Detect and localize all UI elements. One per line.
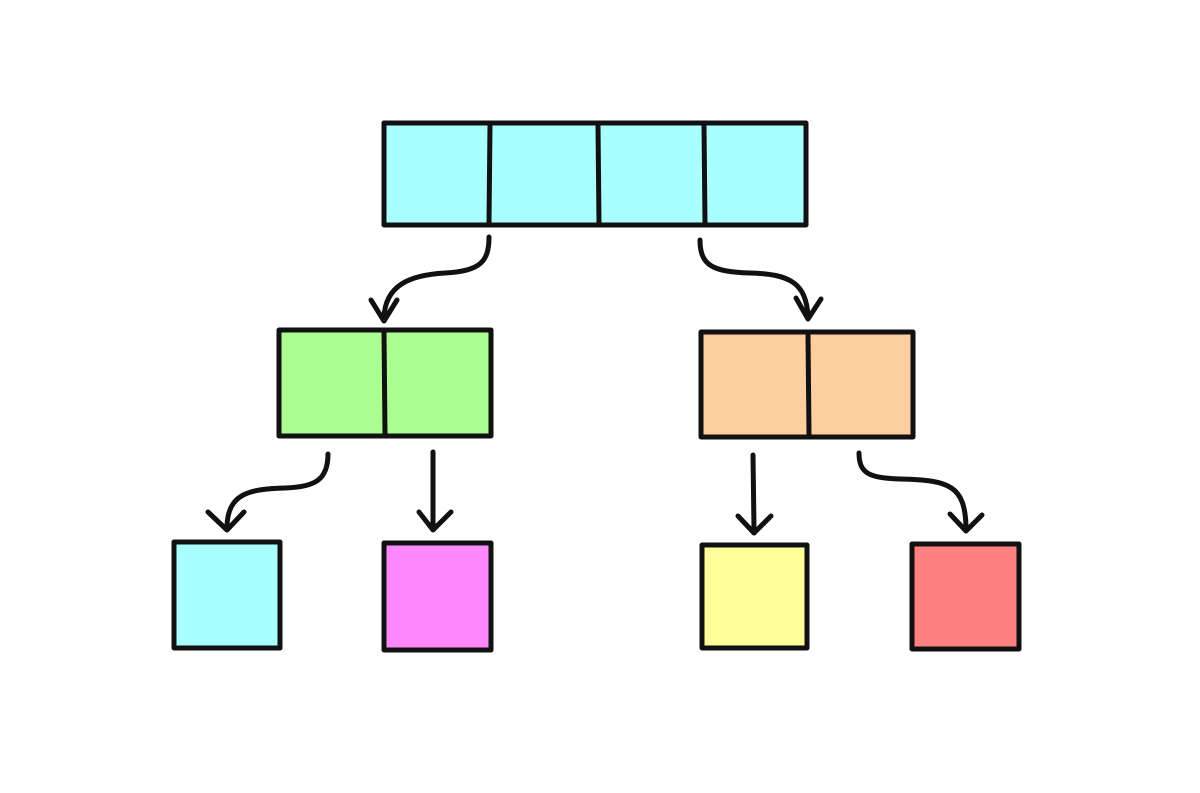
arrow-right-to-leaf-3 bbox=[735, 452, 774, 536]
arrow-right-to-leaf-4 bbox=[856, 450, 985, 534]
left-half-array-divider bbox=[381, 329, 388, 437]
root-array bbox=[381, 120, 809, 228]
root-array-divider-1 bbox=[486, 122, 493, 226]
arrow-root-to-left bbox=[368, 234, 492, 324]
arrow-left-to-leaf-1 bbox=[205, 451, 331, 533]
leaf-box-2 bbox=[381, 540, 494, 653]
leaf-box-3 bbox=[699, 542, 810, 651]
leaf-box-4 bbox=[909, 541, 1022, 652]
root-array-divider-2 bbox=[595, 122, 602, 226]
leaf-box-1 bbox=[171, 539, 283, 651]
right-half-array bbox=[698, 329, 916, 440]
right-half-array-divider bbox=[805, 331, 812, 438]
arrow-root-to-right bbox=[697, 237, 824, 322]
root-array-divider-3 bbox=[701, 122, 708, 226]
root-array-box bbox=[381, 120, 809, 228]
arrow-left-to-leaf-2 bbox=[416, 449, 454, 533]
left-half-array bbox=[276, 327, 494, 439]
